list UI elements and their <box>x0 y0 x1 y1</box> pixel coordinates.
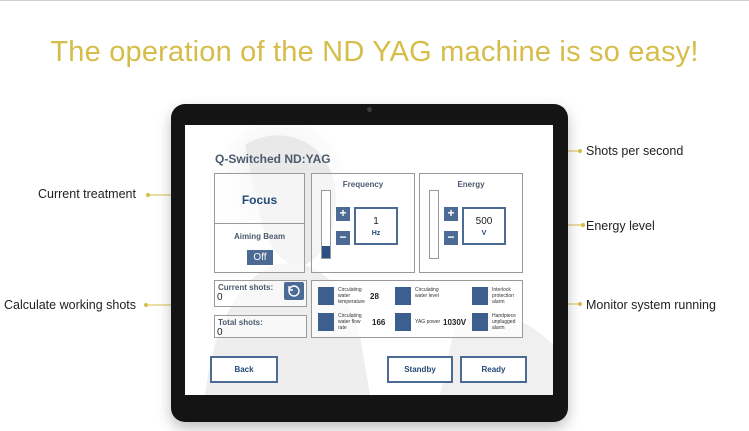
energy-value: 500 <box>475 216 493 227</box>
aiming-beam-label: Aiming Beam <box>233 232 286 241</box>
status-handpiece: Handpiece unplugged alarm <box>472 312 522 334</box>
current-shots-value: 0 <box>217 292 223 303</box>
water-temperature-value: 28 <box>370 292 379 301</box>
aiming-beam-toggle[interactable]: Off <box>247 250 273 265</box>
total-shots-box: Total shots: 0 <box>214 315 307 338</box>
handpiece-label: Handpiece unplugged alarm <box>492 313 516 331</box>
interlock-icon <box>472 287 488 305</box>
yag-power-value: 1030V <box>443 318 467 327</box>
frequency-unit: Hz <box>371 230 381 237</box>
total-shots-label: Total shots: <box>218 318 263 327</box>
flow-rate-icon <box>318 313 334 331</box>
status-yag-power: YAG power 1030V <box>395 312 470 334</box>
handpiece-icon <box>472 313 488 331</box>
interlock-label: Interlock protection alarm <box>492 287 514 305</box>
power-icon <box>395 313 411 331</box>
flow-rate-value: 166 <box>372 318 386 327</box>
energy-increase-button[interactable]: + <box>444 207 458 221</box>
current-shots-label: Current shots: <box>218 283 274 292</box>
frequency-value: 1 <box>373 216 379 227</box>
standby-button[interactable]: Standby <box>387 356 453 383</box>
status-water-level: Circulating water level <box>395 286 455 308</box>
annotation-energy-level: Energy level <box>586 219 655 233</box>
reset-shots-button[interactable] <box>284 282 304 300</box>
treatment-mode-button[interactable]: Focus <box>215 174 304 224</box>
energy-value-box[interactable]: 500 V <box>462 207 506 245</box>
system-status-panel: Circulating water temperature 28 Circula… <box>311 280 523 338</box>
energy-level-bar <box>429 190 439 259</box>
annotation-current-treatment: Current treatment <box>38 187 136 201</box>
annotation-calculate-working-shots: Calculate working shots <box>4 298 137 312</box>
treatment-panel: Focus Aiming Beam Off <box>214 173 305 273</box>
water-level-label: Circulating water level <box>415 287 439 299</box>
energy-decrease-button[interactable]: − <box>444 231 458 245</box>
energy-panel: Energy + − 500 V <box>419 173 523 273</box>
treatment-mode-label: Focus <box>241 193 278 207</box>
status-flow-rate: Circulating water flow rate 166 <box>318 312 390 334</box>
energy-title: Energy <box>457 180 485 189</box>
energy-unit: V <box>481 230 487 237</box>
water-temperature-label: Circulating water temperature <box>338 287 365 305</box>
water-level-icon <box>395 287 411 305</box>
frequency-level-fill <box>322 245 330 258</box>
yag-power-label: YAG power <box>415 319 441 325</box>
frequency-decrease-button[interactable]: − <box>336 231 350 245</box>
annotation-monitor-system: Monitor system running <box>586 298 716 312</box>
frequency-panel: Frequency + − 1 Hz <box>311 173 415 273</box>
ready-button[interactable]: Ready <box>460 356 527 383</box>
frequency-title: Frequency <box>342 180 384 189</box>
tablet-camera <box>367 107 372 112</box>
flow-rate-label: Circulating water flow rate <box>338 313 362 331</box>
reset-icon <box>288 285 300 297</box>
total-shots-value: 0 <box>217 327 223 338</box>
status-interlock: Interlock protection alarm <box>472 286 522 308</box>
frequency-level-bar <box>321 190 331 259</box>
status-water-temperature: Circulating water temperature 28 <box>318 286 384 308</box>
back-button[interactable]: Back <box>210 356 278 383</box>
frequency-value-box[interactable]: 1 Hz <box>354 207 398 245</box>
page-headline: The operation of the ND YAG machine is s… <box>50 36 699 68</box>
tablet-screen: Q-Switched ND:YAG Focus Aiming Beam Off … <box>185 125 553 395</box>
annotation-shots-per-second: Shots per second <box>586 144 684 158</box>
thermometer-icon <box>318 287 334 305</box>
top-rule <box>0 0 749 1</box>
screen-title: Q-Switched ND:YAG <box>215 152 331 166</box>
frequency-increase-button[interactable]: + <box>336 207 350 221</box>
